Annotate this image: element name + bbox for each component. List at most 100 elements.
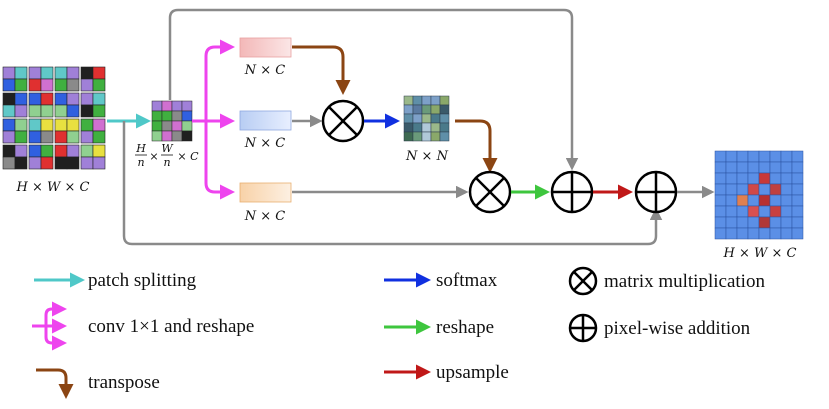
grid-cell — [430, 95, 441, 106]
grid-cell — [769, 205, 782, 218]
conv-reshape-fork — [192, 39, 235, 200]
grid-cell — [769, 183, 782, 196]
grid-cell — [430, 122, 441, 133]
grid-cell — [171, 100, 183, 112]
svg-text:softmax: softmax — [436, 270, 498, 291]
grid-cell — [421, 113, 432, 124]
grid-cell — [151, 100, 163, 112]
grid-cell — [80, 130, 94, 144]
grid-cell — [412, 95, 423, 106]
grid-cell — [725, 161, 738, 174]
grid-cell — [2, 104, 16, 118]
grid-cell — [791, 216, 804, 229]
grid-cell — [181, 110, 193, 122]
attention-dim-label: N × N — [405, 149, 449, 164]
query-dim-label: N × C — [244, 63, 286, 78]
grid-cell — [758, 194, 771, 207]
grid-cell — [2, 144, 16, 158]
grid-cell — [92, 92, 106, 106]
grid-cell — [758, 183, 771, 196]
grid-cell — [28, 144, 42, 158]
pixel-add-node-1 — [550, 170, 594, 214]
grid-cell — [66, 144, 80, 158]
grid-cell — [747, 194, 760, 207]
grid-cell — [714, 150, 727, 163]
grid-cell — [28, 92, 42, 106]
grid-cell — [412, 104, 423, 115]
grid-cell — [2, 92, 16, 106]
grid-cell — [725, 205, 738, 218]
grid-cell — [769, 216, 782, 229]
grid-cell — [151, 120, 163, 132]
grid-cell — [92, 156, 106, 170]
grid-cell — [171, 130, 183, 142]
grid-cell — [161, 110, 173, 122]
grid-cell — [171, 110, 183, 122]
grid-cell — [181, 100, 193, 112]
svg-text:W: W — [161, 142, 174, 155]
grid-cell — [92, 130, 106, 144]
grid-cell — [714, 205, 727, 218]
attention-map — [403, 95, 450, 142]
grid-cell — [14, 144, 28, 158]
transpose-arrow-2 — [455, 119, 498, 173]
grid-cell — [758, 205, 771, 218]
grid-cell — [714, 227, 727, 240]
grid-cell — [791, 205, 804, 218]
grid-cell — [439, 131, 450, 142]
grid-cell — [66, 104, 80, 118]
grid-cell — [28, 66, 42, 80]
grid-cell — [171, 120, 183, 132]
grid-cell — [714, 183, 727, 196]
grid-cell — [14, 104, 28, 118]
grid-cell — [791, 194, 804, 207]
grid-cell — [421, 131, 432, 142]
grid-cell — [66, 156, 80, 170]
grid-cell — [40, 118, 54, 132]
grid-cell — [66, 130, 80, 144]
grid-cell — [14, 156, 28, 170]
grid-cell — [736, 205, 749, 218]
grid-cell — [28, 104, 42, 118]
grid-cell — [80, 118, 94, 132]
grid-cell — [791, 161, 804, 174]
grid-cell — [769, 172, 782, 185]
grid-cell — [412, 131, 423, 142]
grid-cell — [747, 216, 760, 229]
grid-cell — [780, 205, 793, 218]
input-dim-label: H × W × C — [16, 180, 90, 195]
legend: patch splitting conv 1×1 and reshape tra… — [32, 266, 765, 399]
grid-cell — [2, 78, 16, 92]
key-bar — [239, 110, 292, 131]
grid-cell — [791, 227, 804, 240]
grid-cell — [421, 95, 432, 106]
svg-text:matrix multiplication: matrix multiplication — [604, 271, 765, 292]
grid-cell — [725, 227, 738, 240]
output-dim-label: H × W × C — [723, 246, 797, 261]
grid-cell — [780, 161, 793, 174]
grid-cell — [747, 227, 760, 240]
svg-text:× C: × C — [177, 150, 199, 163]
grid-cell — [92, 66, 106, 80]
grid-cell — [791, 183, 804, 196]
grid-cell — [14, 66, 28, 80]
grid-cell — [40, 66, 54, 80]
grid-cell — [80, 104, 94, 118]
grid-cell — [421, 104, 432, 115]
grid-cell — [2, 130, 16, 144]
grid-cell — [769, 227, 782, 240]
grid-cell — [92, 144, 106, 158]
grid-cell — [403, 131, 414, 142]
grid-cell — [40, 78, 54, 92]
patch-dim-label: H n × W n × C — [135, 142, 199, 169]
grid-cell — [421, 122, 432, 133]
grid-cell — [54, 104, 68, 118]
grid-cell — [430, 113, 441, 124]
svg-text:H: H — [135, 142, 146, 155]
output-feature-map — [714, 150, 804, 240]
pixel-add-node-2 — [634, 170, 678, 214]
legend-upsample: upsample — [384, 362, 509, 383]
grid-cell — [758, 227, 771, 240]
grid-cell — [54, 66, 68, 80]
grid-cell — [28, 156, 42, 170]
